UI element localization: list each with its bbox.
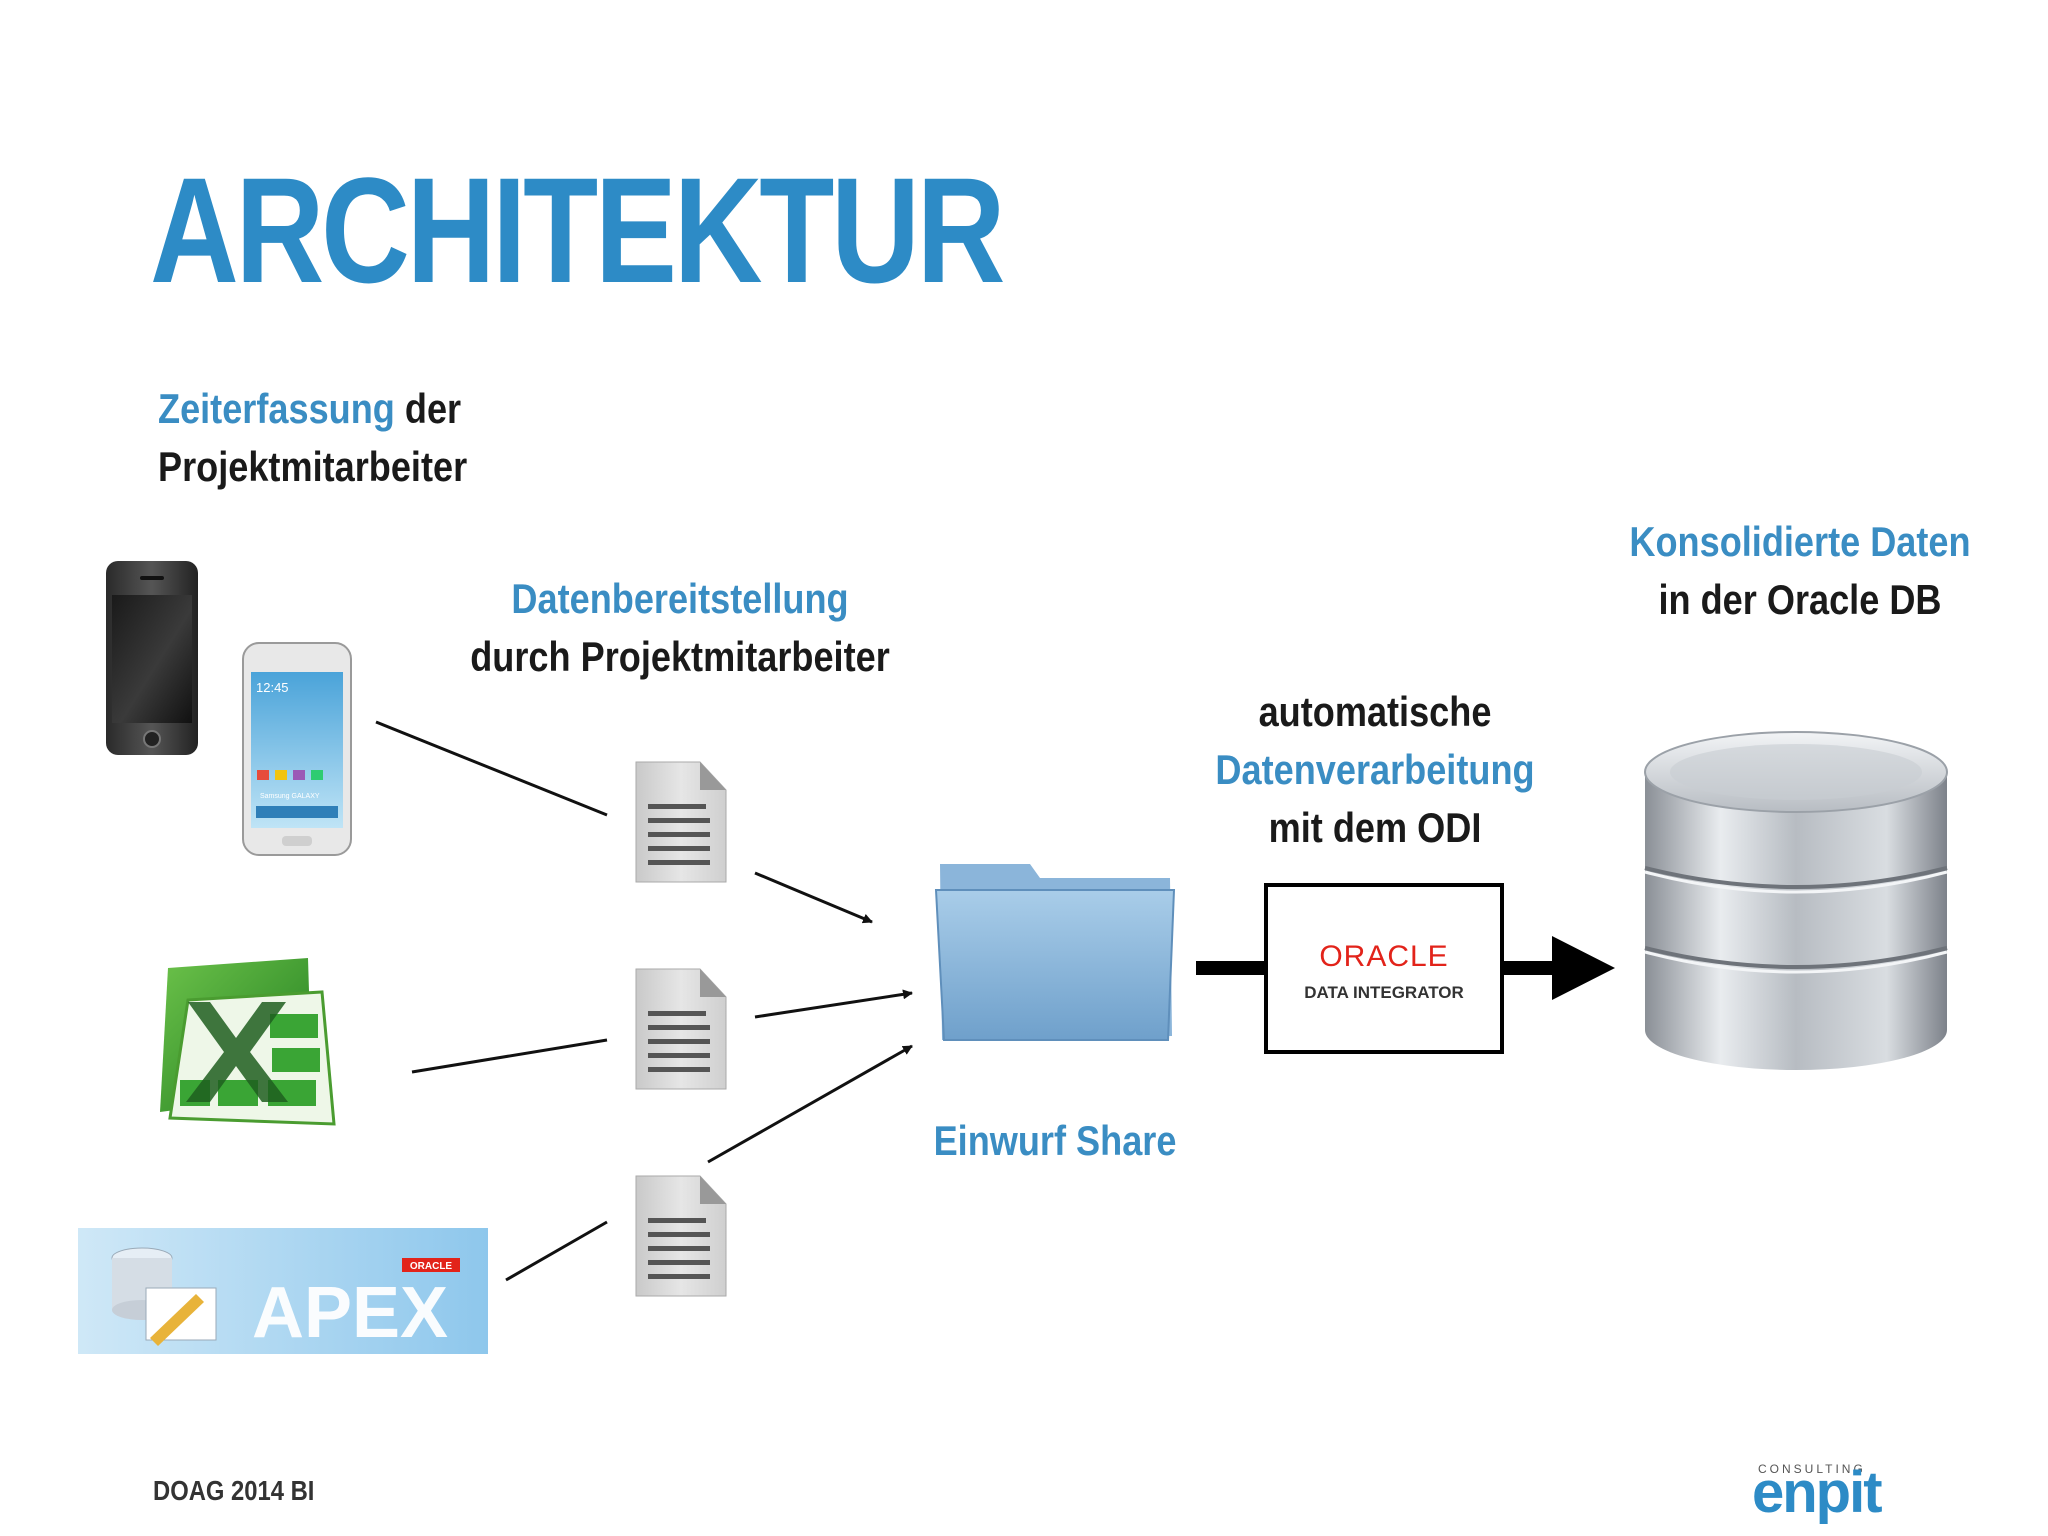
svg-text:CONSULTING: CONSULTING [1758,1462,1866,1476]
odi-box: ORACLE DATA INTEGRATOR [1264,883,1504,1054]
sources-label-rest: der [394,385,462,432]
odi-brand: ORACLE [1319,940,1448,973]
odi-flow-arrow [1196,936,1615,1000]
target-label-line2: in der Oracle DB [1658,576,1942,623]
document-icon [635,968,727,1090]
target-label: Konsolidierte Daten in der Oracle DB [1611,513,1989,629]
provision-label-line2: durch Projektmitarbeiter [470,633,890,680]
processing-label-highlight: Datenverarbeitung [1215,746,1535,793]
sources-label-line2: Projektmitarbeiter [158,443,468,490]
folder-icon [934,864,1176,1041]
svg-text:enpit: enpit [1752,1460,1882,1525]
svg-text:ORACLE: ORACLE [410,1261,453,1272]
svg-text:APEX: APEX [252,1273,448,1353]
slide-title: ARCHITEKTUR [150,146,1005,314]
document-icon [635,761,727,883]
iphone-icon [106,561,198,755]
odi-product: DATA INTEGRATOR [1304,983,1464,1002]
share-label: Einwurf Share [933,1117,1177,1164]
sources-label: Zeiterfassung der Projektmitarbeiter [158,380,467,496]
database-icon [1644,731,1948,1070]
provision-label-highlight: Datenbereitstellung [511,575,849,622]
flow-lines [375,720,913,1282]
target-label-highlight: Konsolidierte Daten [1629,518,1971,565]
sources-label-highlight: Zeiterfassung [158,385,395,432]
svg-text:Samsung GALAXY: Samsung GALAXY [260,793,320,800]
processing-label: automatische Datenverarbeitung mit dem O… [1164,683,1585,857]
excel-icon [160,958,336,1126]
apex-logo: ORACLE APEX [78,1228,488,1354]
processing-label-line1: automatische [1258,688,1492,735]
enpit-logo: CONSULTING enpit [1752,1460,1884,1525]
provision-label: Datenbereitstellung durch Projektmitarbe… [422,570,938,686]
processing-label-line3: mit dem ODI [1268,804,1482,851]
document-icon [635,1175,727,1297]
galaxy-phone-icon: 12:45 Samsung GALAXY [242,642,352,856]
footer-text: DOAG 2014 BI [153,1475,315,1506]
svg-text:12:45: 12:45 [256,680,289,695]
